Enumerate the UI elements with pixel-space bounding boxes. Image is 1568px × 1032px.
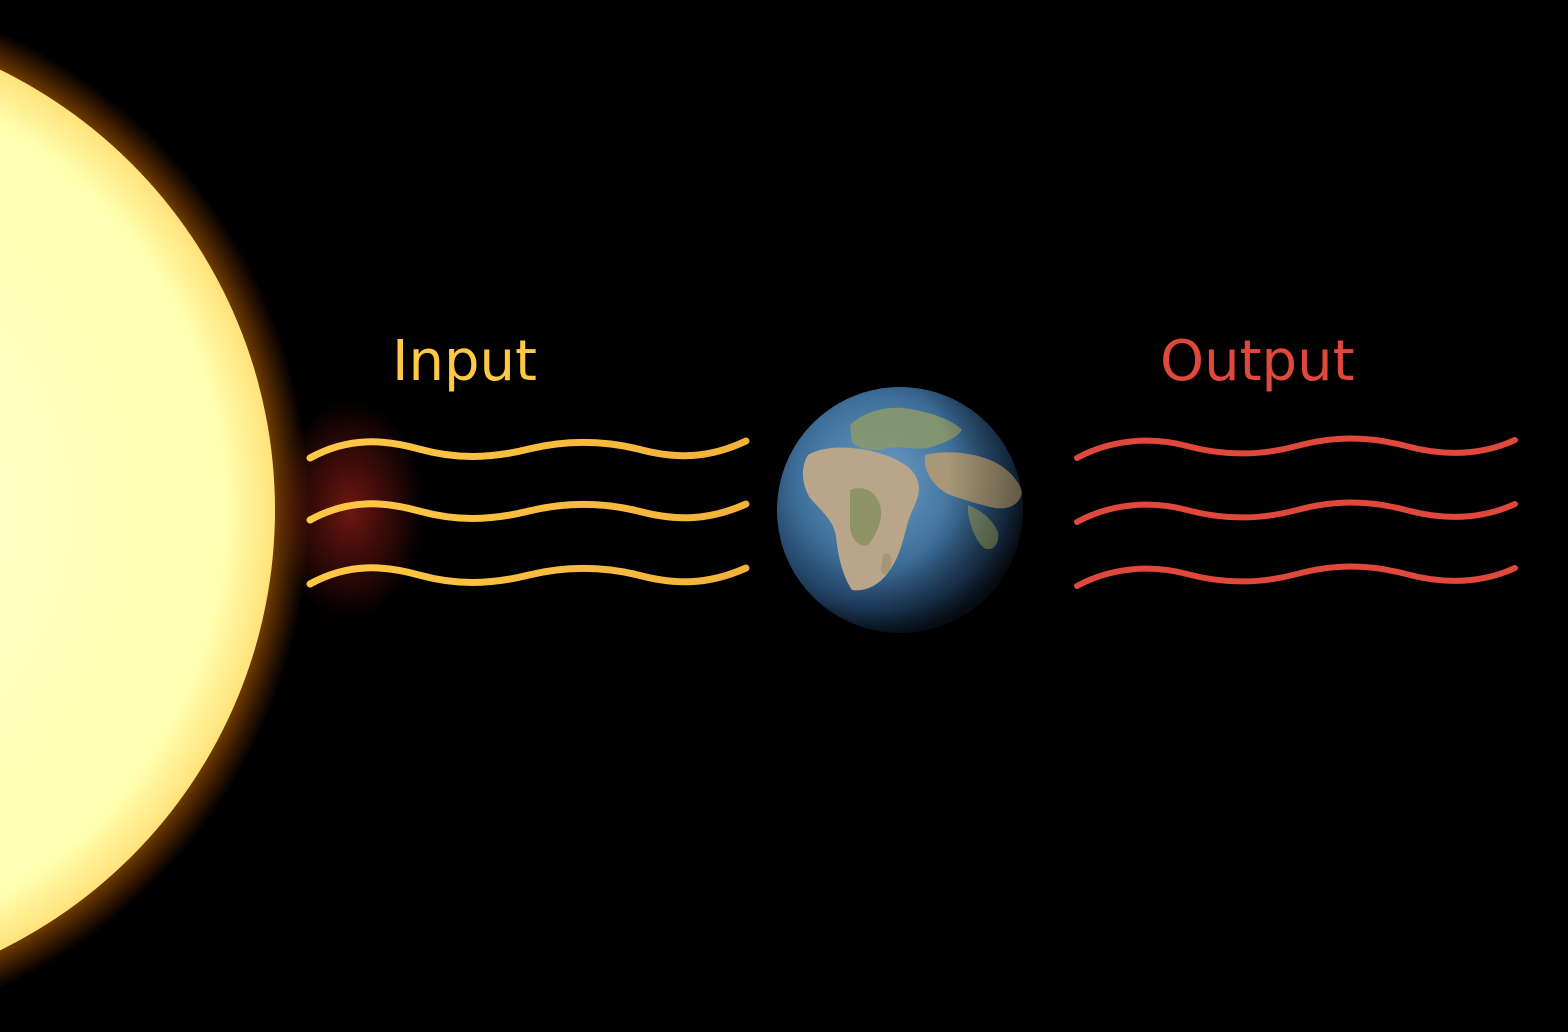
sun-disc (0, 69, 275, 951)
input-ray (306, 564, 750, 588)
input-ray (306, 500, 750, 524)
output-ray (1074, 499, 1518, 525)
input-ray (306, 437, 750, 462)
output-ray (1074, 563, 1518, 589)
output-label: Output (1160, 329, 1355, 394)
earth (777, 387, 1023, 633)
sun (0, 31, 310, 989)
input-label: Input (392, 329, 538, 394)
output-rays (1074, 435, 1518, 589)
output-ray (1074, 435, 1518, 461)
input-rays (306, 437, 750, 588)
